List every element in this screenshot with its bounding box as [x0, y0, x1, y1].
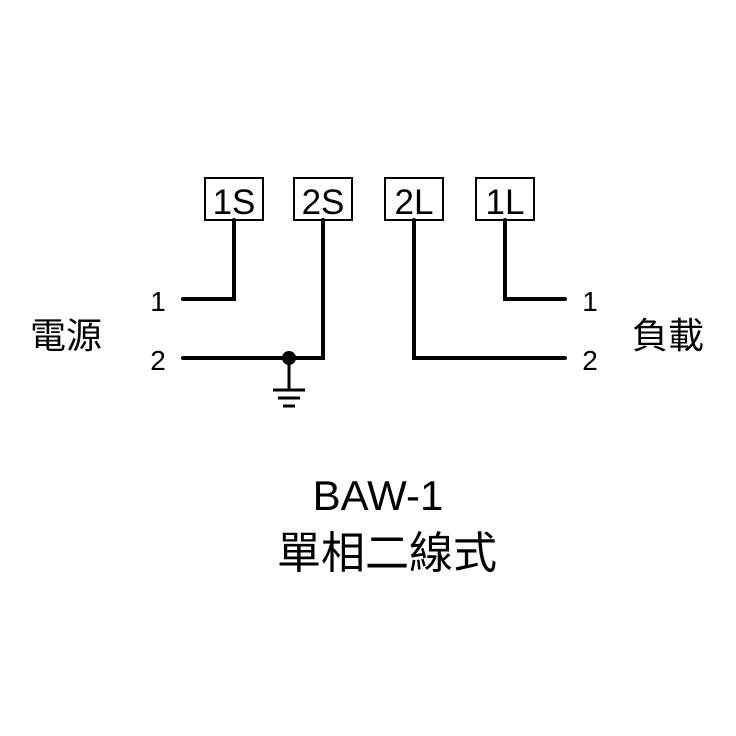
load-line-1-label: 1 [582, 286, 598, 317]
terminal-label: 2S [302, 183, 345, 222]
terminal-label: 1L [486, 183, 525, 222]
terminal-2L: 2L [384, 177, 444, 222]
load-label: 負載 [632, 316, 704, 357]
source-line-2-label: 2 [150, 345, 166, 376]
terminal-2S: 2S [293, 177, 353, 222]
wire-source-1 [181, 218, 236, 301]
wire-load-2 [412, 218, 567, 360]
load-line-2-label: 2 [582, 345, 598, 376]
ground-icon [273, 358, 305, 408]
wire-load-1 [503, 218, 567, 301]
model-title: BAW-1 [313, 472, 444, 519]
wire-source-2 [181, 218, 325, 360]
wiring-description: 單相二線式 [277, 528, 497, 579]
terminal-1L: 1L [475, 177, 535, 222]
terminal-label: 2L [395, 183, 434, 222]
terminal-1S: 1S [204, 177, 264, 222]
terminal-label: 1S [213, 183, 256, 222]
source-label: 電源 [30, 316, 102, 357]
source-line-1-label: 1 [150, 286, 166, 317]
